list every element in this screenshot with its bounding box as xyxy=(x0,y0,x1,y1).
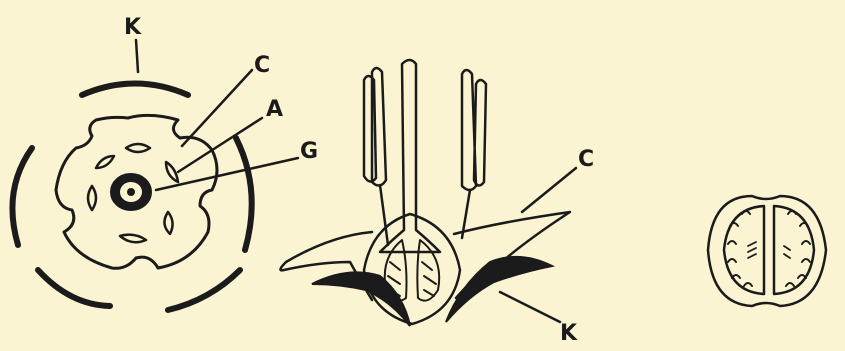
floral-diagram: K C A G xyxy=(12,15,318,310)
anther-left xyxy=(364,68,386,186)
sepal-bottom-left xyxy=(38,270,110,306)
stamen-4 xyxy=(120,235,146,243)
gynoecium-ovary xyxy=(111,174,151,210)
section-anthers xyxy=(364,68,486,190)
placenta-marks xyxy=(748,242,790,258)
leader-g xyxy=(156,158,298,190)
label-corolla-left: C xyxy=(254,53,270,78)
cross-section-outer xyxy=(708,196,826,306)
label-androecium: A xyxy=(266,97,283,122)
stamen-1 xyxy=(126,144,150,152)
sepal-bottom-right xyxy=(168,270,240,310)
sepal-top xyxy=(82,84,188,96)
leader-k-top xyxy=(136,40,138,72)
label-section-calyx: K xyxy=(560,321,578,346)
label-gynoecium: G xyxy=(300,139,318,164)
sepal-left xyxy=(12,148,32,245)
leader-c xyxy=(182,70,252,146)
flower-section: C K xyxy=(280,60,594,346)
anther-right xyxy=(462,70,486,190)
leader-a xyxy=(178,118,262,172)
stamen-2 xyxy=(166,162,178,182)
section-petals xyxy=(280,212,570,300)
ovule-hatch-right xyxy=(422,262,436,296)
petal-left xyxy=(280,232,372,300)
filament-left xyxy=(380,185,388,245)
sepal-right xyxy=(236,138,252,250)
stamen-filaments xyxy=(380,185,470,245)
label-section-corolla: C xyxy=(578,147,594,172)
stamen-5 xyxy=(88,186,96,210)
cross-section-right-locule xyxy=(774,206,814,294)
cross-section-left-locule xyxy=(724,206,764,294)
sepal-black-right xyxy=(446,257,552,322)
stamen-3 xyxy=(164,212,172,234)
section-leader-lines xyxy=(500,168,576,322)
stamen-6 xyxy=(96,156,114,168)
leader-section-k xyxy=(500,292,560,322)
leader-section-c xyxy=(522,168,576,212)
ovule-dot xyxy=(127,188,135,196)
label-calyx-top: K xyxy=(124,15,142,40)
ovary-body xyxy=(364,214,460,324)
ovary-cross-section xyxy=(708,196,826,306)
